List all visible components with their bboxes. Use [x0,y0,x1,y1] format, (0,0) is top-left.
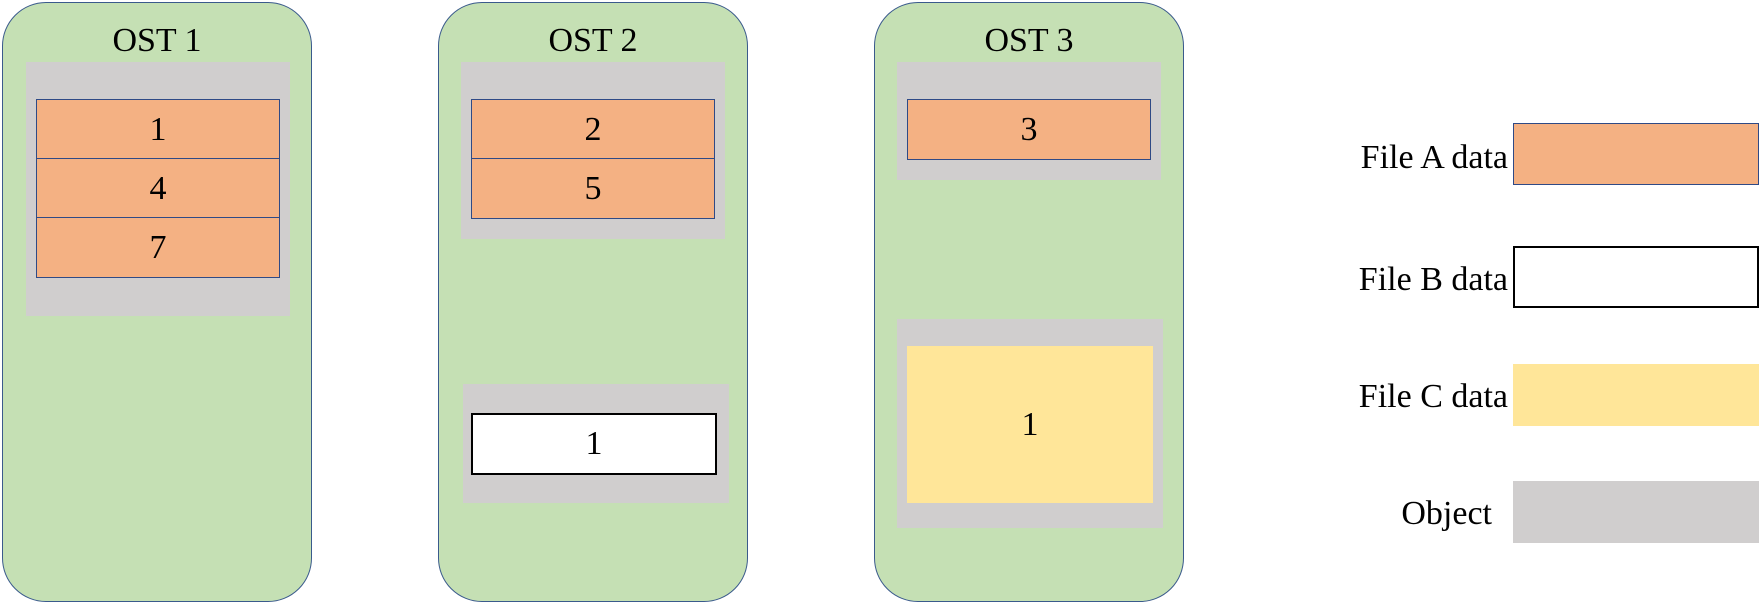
ost-2-object-b: 1 [463,384,729,503]
ost-1-object: 1 4 7 [26,62,290,316]
ost-2-file-b-chunk: 1 [471,413,717,475]
ost-3-title: OST 3 [984,22,1074,59]
legend-swatch-file-c [1513,364,1759,426]
ost-2-object-a: 2 5 [461,62,725,239]
legend-label-file-a: File A data [1360,139,1508,176]
ost-3-object-c: 1 [897,319,1163,528]
ost-1-title: OST 1 [112,22,202,59]
ost-2-title: OST 2 [548,22,638,59]
ost-3-file-c-chunk: 1 [907,346,1153,503]
ost-3-file-a-chunk: 3 [907,99,1151,160]
ost-1-file-a-chunk: 1 [36,99,280,160]
ost-3-container: OST 3 3 1 [874,2,1184,602]
ost-2-file-a-chunk: 2 [471,99,715,160]
ost-1-file-a-chunk: 7 [36,217,280,278]
ost-3-object-a: 3 [897,62,1161,180]
legend-swatch-file-b [1513,246,1759,308]
ost-1-container: OST 1 1 4 7 [2,2,312,602]
legend-swatch-object [1513,481,1759,543]
legend-label-object: Object [1401,495,1492,532]
legend-swatch-file-a [1513,123,1759,185]
ost-2-container: OST 2 2 5 1 [438,2,748,602]
ost-2-file-a-chunk: 5 [471,158,715,219]
legend-label-file-c: File C data [1358,378,1508,415]
legend-label-file-b: File B data [1358,261,1508,298]
ost-1-file-a-chunk: 4 [36,158,280,219]
